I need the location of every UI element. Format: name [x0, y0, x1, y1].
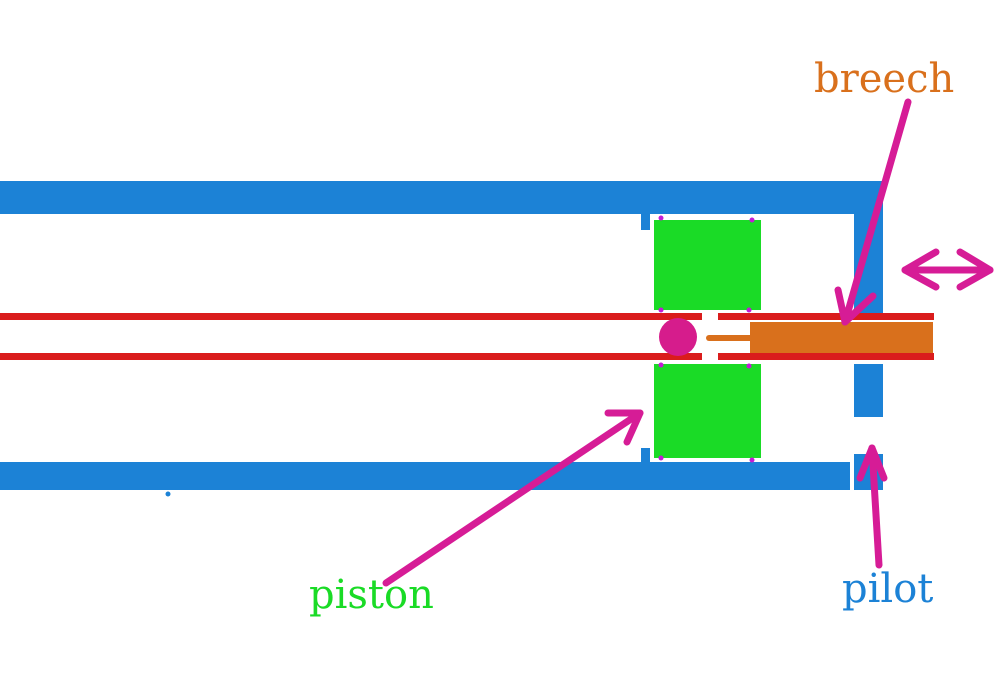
piston-corner-dots	[658, 215, 755, 463]
stray-dot	[165, 491, 171, 497]
piston-lower-block	[654, 364, 761, 458]
pilot-arrow	[856, 444, 888, 569]
pilot-label: pilot	[842, 566, 933, 612]
stop-tab-bottom	[641, 448, 650, 462]
piston	[654, 220, 761, 458]
breech-label: breech	[814, 56, 954, 102]
housing-bottom-wall	[0, 462, 850, 490]
piston-upper-block	[654, 220, 761, 310]
housing-top-wall	[0, 181, 883, 214]
arrows	[382, 98, 994, 587]
bore-bottom-right	[718, 353, 934, 360]
breech-arrow	[834, 98, 912, 326]
piston-arrow	[382, 409, 644, 587]
ball	[659, 318, 697, 356]
bore	[0, 313, 934, 360]
double-arrow-icon	[901, 248, 994, 291]
bore-top-right	[718, 313, 934, 320]
breech-rod	[750, 322, 933, 353]
bore-bottom-left	[0, 353, 702, 360]
stop-tab-top	[641, 214, 650, 230]
pilot-middle	[854, 364, 883, 417]
piston-label: piston	[309, 572, 434, 618]
bore-top-left	[0, 313, 702, 320]
